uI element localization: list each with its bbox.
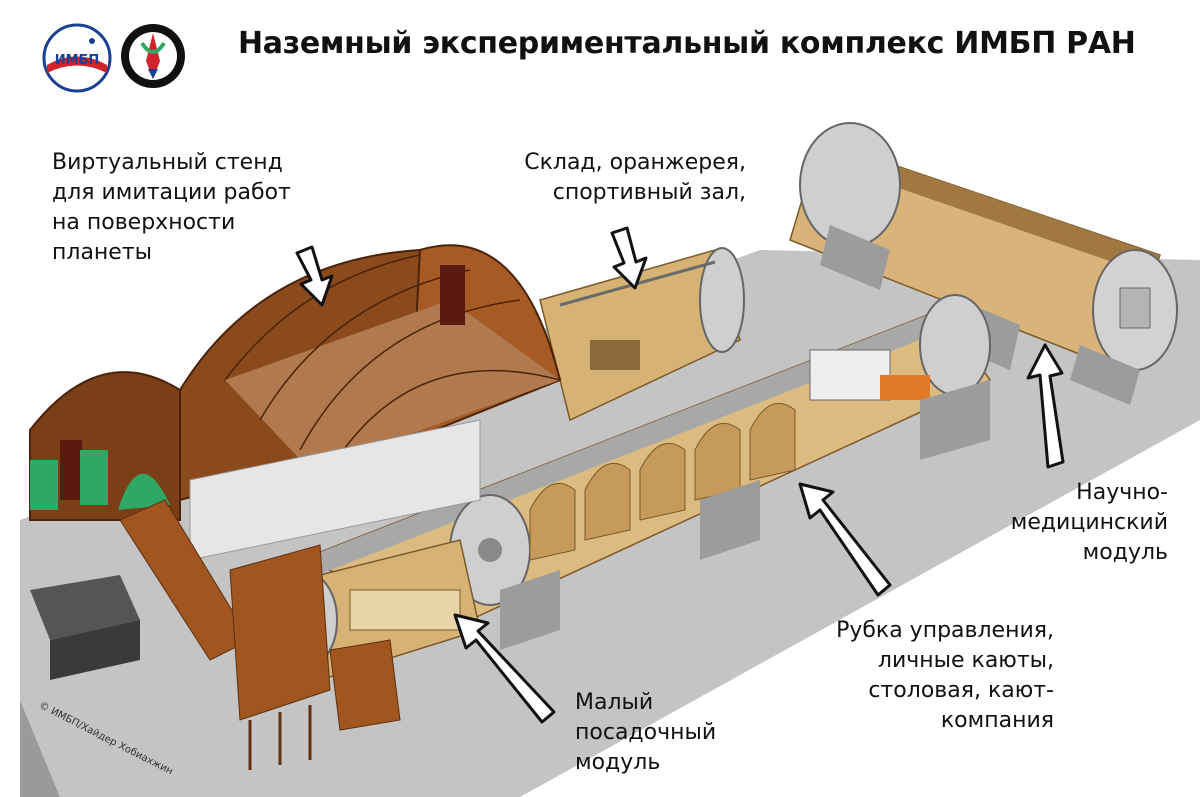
label-line: Виртуальный стенд (52, 150, 283, 175)
label-line: на поверхности (52, 210, 236, 235)
label-line: Научно- (1076, 480, 1168, 505)
label-virtual-stand: Виртуальный стенд для имитации работ на … (52, 148, 291, 268)
control-module (297, 294, 992, 650)
page-title: Наземный экспериментальный комплекс ИМБП… (238, 26, 1136, 61)
label-line: спортивный зал, (552, 180, 746, 205)
label-line: столовая, кают- (868, 678, 1054, 703)
label-lander: Малый посадочный модуль (575, 688, 716, 778)
green-door (30, 460, 58, 510)
label-line: компания (940, 708, 1054, 733)
label-line: Склад, оранжерея, (524, 150, 746, 175)
label-storage: Склад, оранжерея, спортивный зал, (506, 148, 746, 208)
stairs (119, 499, 401, 731)
label-medical: Научно- медицинский модуль (1000, 478, 1168, 568)
label-line: планеты (52, 240, 153, 265)
label-line: медицинский (1010, 510, 1168, 535)
lander-legs (248, 705, 312, 770)
label-line: личные каюты, (877, 648, 1054, 673)
arrow-control (798, 482, 892, 597)
arrow-lander (453, 613, 556, 724)
arrow-storage (610, 226, 648, 290)
label-line: для имитации работ (52, 180, 291, 205)
imbp-logo: ИМБП (42, 23, 112, 93)
virtual-stand-dome (29, 244, 562, 561)
label-line: модуль (575, 750, 661, 775)
small-platform (30, 575, 140, 680)
label-line: модуль (1082, 540, 1168, 565)
label-control: Рубка управления, личные каюты, столовая… (800, 616, 1054, 736)
arrow-virtual-stand (295, 245, 334, 307)
pointer-arrows (295, 226, 1065, 724)
medical-module (789, 122, 1178, 405)
mars-surface-floor (225, 300, 560, 470)
arrow-medical (1026, 343, 1065, 469)
label-line: посадочный (575, 720, 717, 745)
imbp-logo-text: ИМБП (55, 53, 100, 68)
label-line: Рубка управления, (836, 618, 1054, 643)
mission-emblem (121, 24, 185, 88)
ground-platform-edge (20, 700, 60, 797)
label-line: Малый (575, 690, 654, 715)
